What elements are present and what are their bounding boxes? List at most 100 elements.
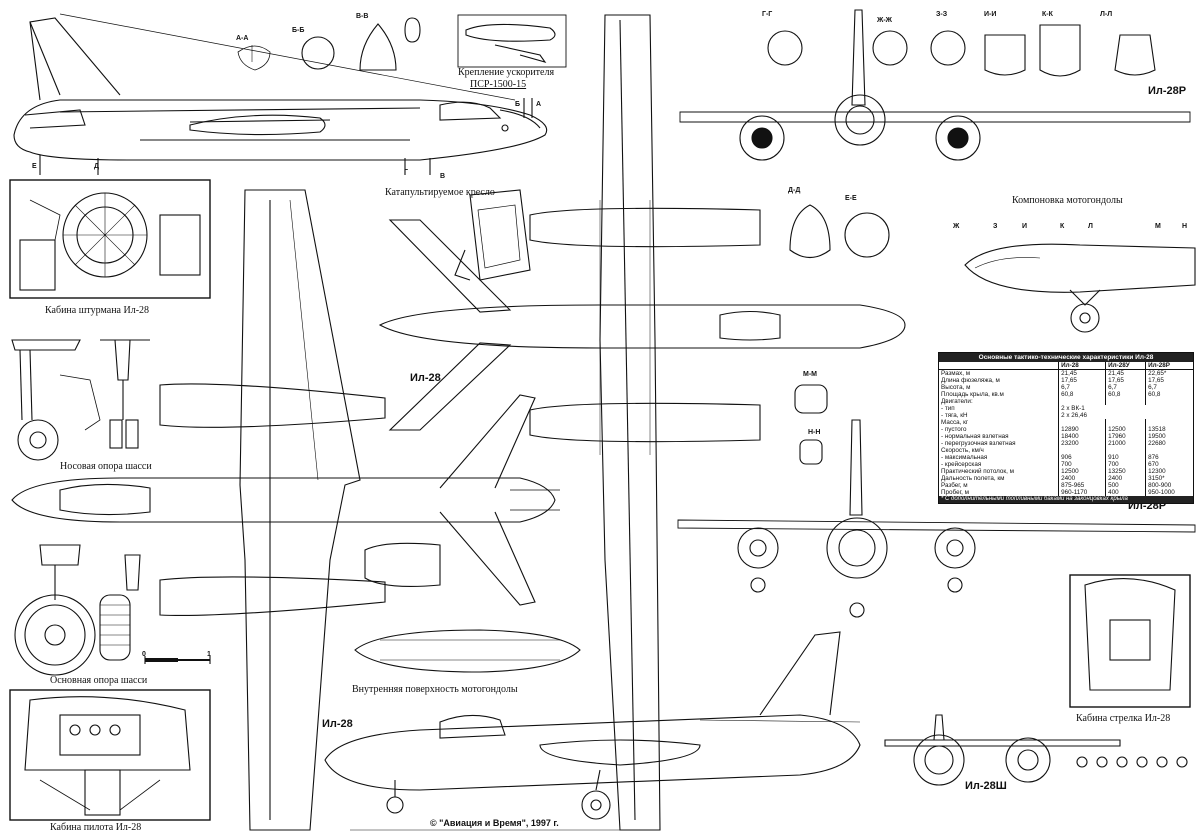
section-label-aa: А-А — [236, 35, 249, 42]
spec-cell: 875-965 — [1058, 482, 1106, 489]
main-gear-drawing — [14, 544, 211, 676]
spec-cell — [1058, 447, 1106, 454]
spec-cell: 13250 — [1105, 468, 1146, 475]
spec-cell: 6,7 — [1105, 384, 1146, 391]
caption-booster-model: ПСР-1500-15 — [470, 79, 527, 90]
spec-cell: 12500 — [1058, 468, 1106, 475]
mark-d: Д — [94, 163, 99, 170]
ejection-seat-drawing — [454, 189, 531, 281]
scale-one: 1 — [207, 651, 211, 658]
title-il28sh: Ил-28Ш — [965, 780, 1007, 792]
section-label-zz: З-З — [936, 11, 948, 18]
front-view-bottom — [884, 714, 1188, 786]
side-view-bottom — [324, 631, 861, 831]
table-row: Скорость, км/ч — [939, 447, 1194, 454]
mark-i: И — [1022, 223, 1028, 230]
mark-l: Л — [1088, 223, 1093, 230]
caption-pilot-cabin: Кабина пилота Ил-28 — [50, 822, 142, 833]
spec-cell: 22680 — [1145, 440, 1194, 447]
spec-row-label: Масса, кг — [941, 419, 969, 426]
spec-row-label: Площадь крыла, кв.м — [941, 391, 1004, 398]
section-label-kk: К-К — [1042, 11, 1053, 18]
spec-cell: 60,8 — [1105, 391, 1146, 398]
spec-cell: 23200 — [1058, 440, 1106, 447]
spec-cell: 22,65* — [1145, 369, 1194, 377]
spec-row-label: Скорость, км/ч — [941, 447, 984, 454]
mark-k: К — [1060, 223, 1065, 230]
spec-cell: 21,45 — [1105, 369, 1146, 377]
section-label-gg: Г-Г — [762, 11, 773, 18]
title-il28-center: Ил-28 — [410, 372, 441, 384]
spec-cell — [1105, 398, 1146, 405]
title-il28-bottom: Ил-28 — [322, 718, 353, 730]
spec-row-label: Разбег, м — [941, 482, 968, 489]
caption-nose-gear: Носовая опора шасси — [60, 461, 152, 472]
spec-table: Основные тактико-технические характерист… — [938, 352, 1194, 504]
section-label-bb: Б-Б — [292, 27, 305, 34]
caption-nacelle-inner: Внутренняя поверхность мотогондолы — [352, 684, 518, 695]
spec-cell: 17,65 — [1145, 377, 1194, 384]
spec-column-header: Ил-28 — [1058, 362, 1106, 370]
spec-cell: 950-1000 — [1145, 489, 1194, 496]
spec-row-label: Практический потолок, м — [941, 468, 1015, 475]
spec-cell: 21,45 — [1058, 369, 1106, 377]
section-profiles-mid — [789, 204, 890, 465]
nacelle-layout-drawing — [964, 243, 1196, 333]
top-view-plan — [11, 189, 560, 831]
spec-cell: 700 — [1105, 461, 1146, 468]
spec-cell: 6,7 — [1145, 384, 1194, 391]
table-row: Двигатели: — [939, 398, 1194, 405]
caption-main-gear: Основная опора шасси — [50, 675, 148, 686]
spec-row-label: - крейсерская — [941, 461, 982, 468]
spec-cell: 670 — [1145, 461, 1194, 468]
spec-cell: 3150* — [1145, 475, 1194, 482]
title-il28r-mid: Ил-28Р — [1128, 500, 1167, 512]
spec-cell: 400 — [1105, 489, 1146, 496]
scale-zero: 0 — [142, 651, 146, 658]
mark-v: В — [440, 173, 446, 180]
spec-row-label: Высота, м — [941, 384, 971, 391]
spec-cell: 12300 — [1145, 468, 1194, 475]
section-label-zhzh: Ж-Ж — [877, 17, 892, 24]
spec-cell: 2400 — [1105, 475, 1146, 482]
nacelle-inner-drawing — [354, 542, 581, 673]
spec-cell: 500 — [1105, 482, 1146, 489]
gunner-cabin-illustration — [1069, 574, 1191, 708]
section-label-mm: М-М — [803, 371, 817, 378]
spec-table-title: Основные тактико-технические характерист… — [938, 352, 1194, 362]
section-label-vv: В-В — [356, 13, 369, 20]
spec-row-label: - нормальная взлетная — [941, 433, 1009, 440]
spec-row-label: - тип — [941, 405, 955, 412]
spec-cell — [1105, 419, 1146, 426]
spec-cell — [1105, 447, 1146, 454]
mark-n: Н — [1182, 223, 1188, 230]
top-view-right — [378, 14, 906, 831]
spec-cell: 19500 — [1145, 433, 1194, 440]
spec-cell: 2400 — [1058, 475, 1106, 482]
caption-ejection-seat: Катапультируемое кресло — [385, 187, 495, 198]
spec-cell: 6,7 — [1058, 384, 1106, 391]
mark-a: А — [536, 101, 542, 108]
mark-b: Б — [515, 101, 521, 108]
mark-e: Е — [32, 163, 37, 170]
spec-row-label: Дальность полета, км — [941, 475, 1005, 482]
caption-nacelle-layout: Компоновка мотогондолы — [1012, 195, 1123, 206]
side-view-top-left — [13, 13, 548, 175]
section-label-nn: Н-Н — [808, 429, 821, 436]
spec-cell: 21000 — [1105, 440, 1146, 447]
spec-cell — [1058, 419, 1106, 426]
spec-cell: 2 х 26,46 — [1058, 412, 1194, 419]
front-view-top — [679, 9, 1191, 161]
